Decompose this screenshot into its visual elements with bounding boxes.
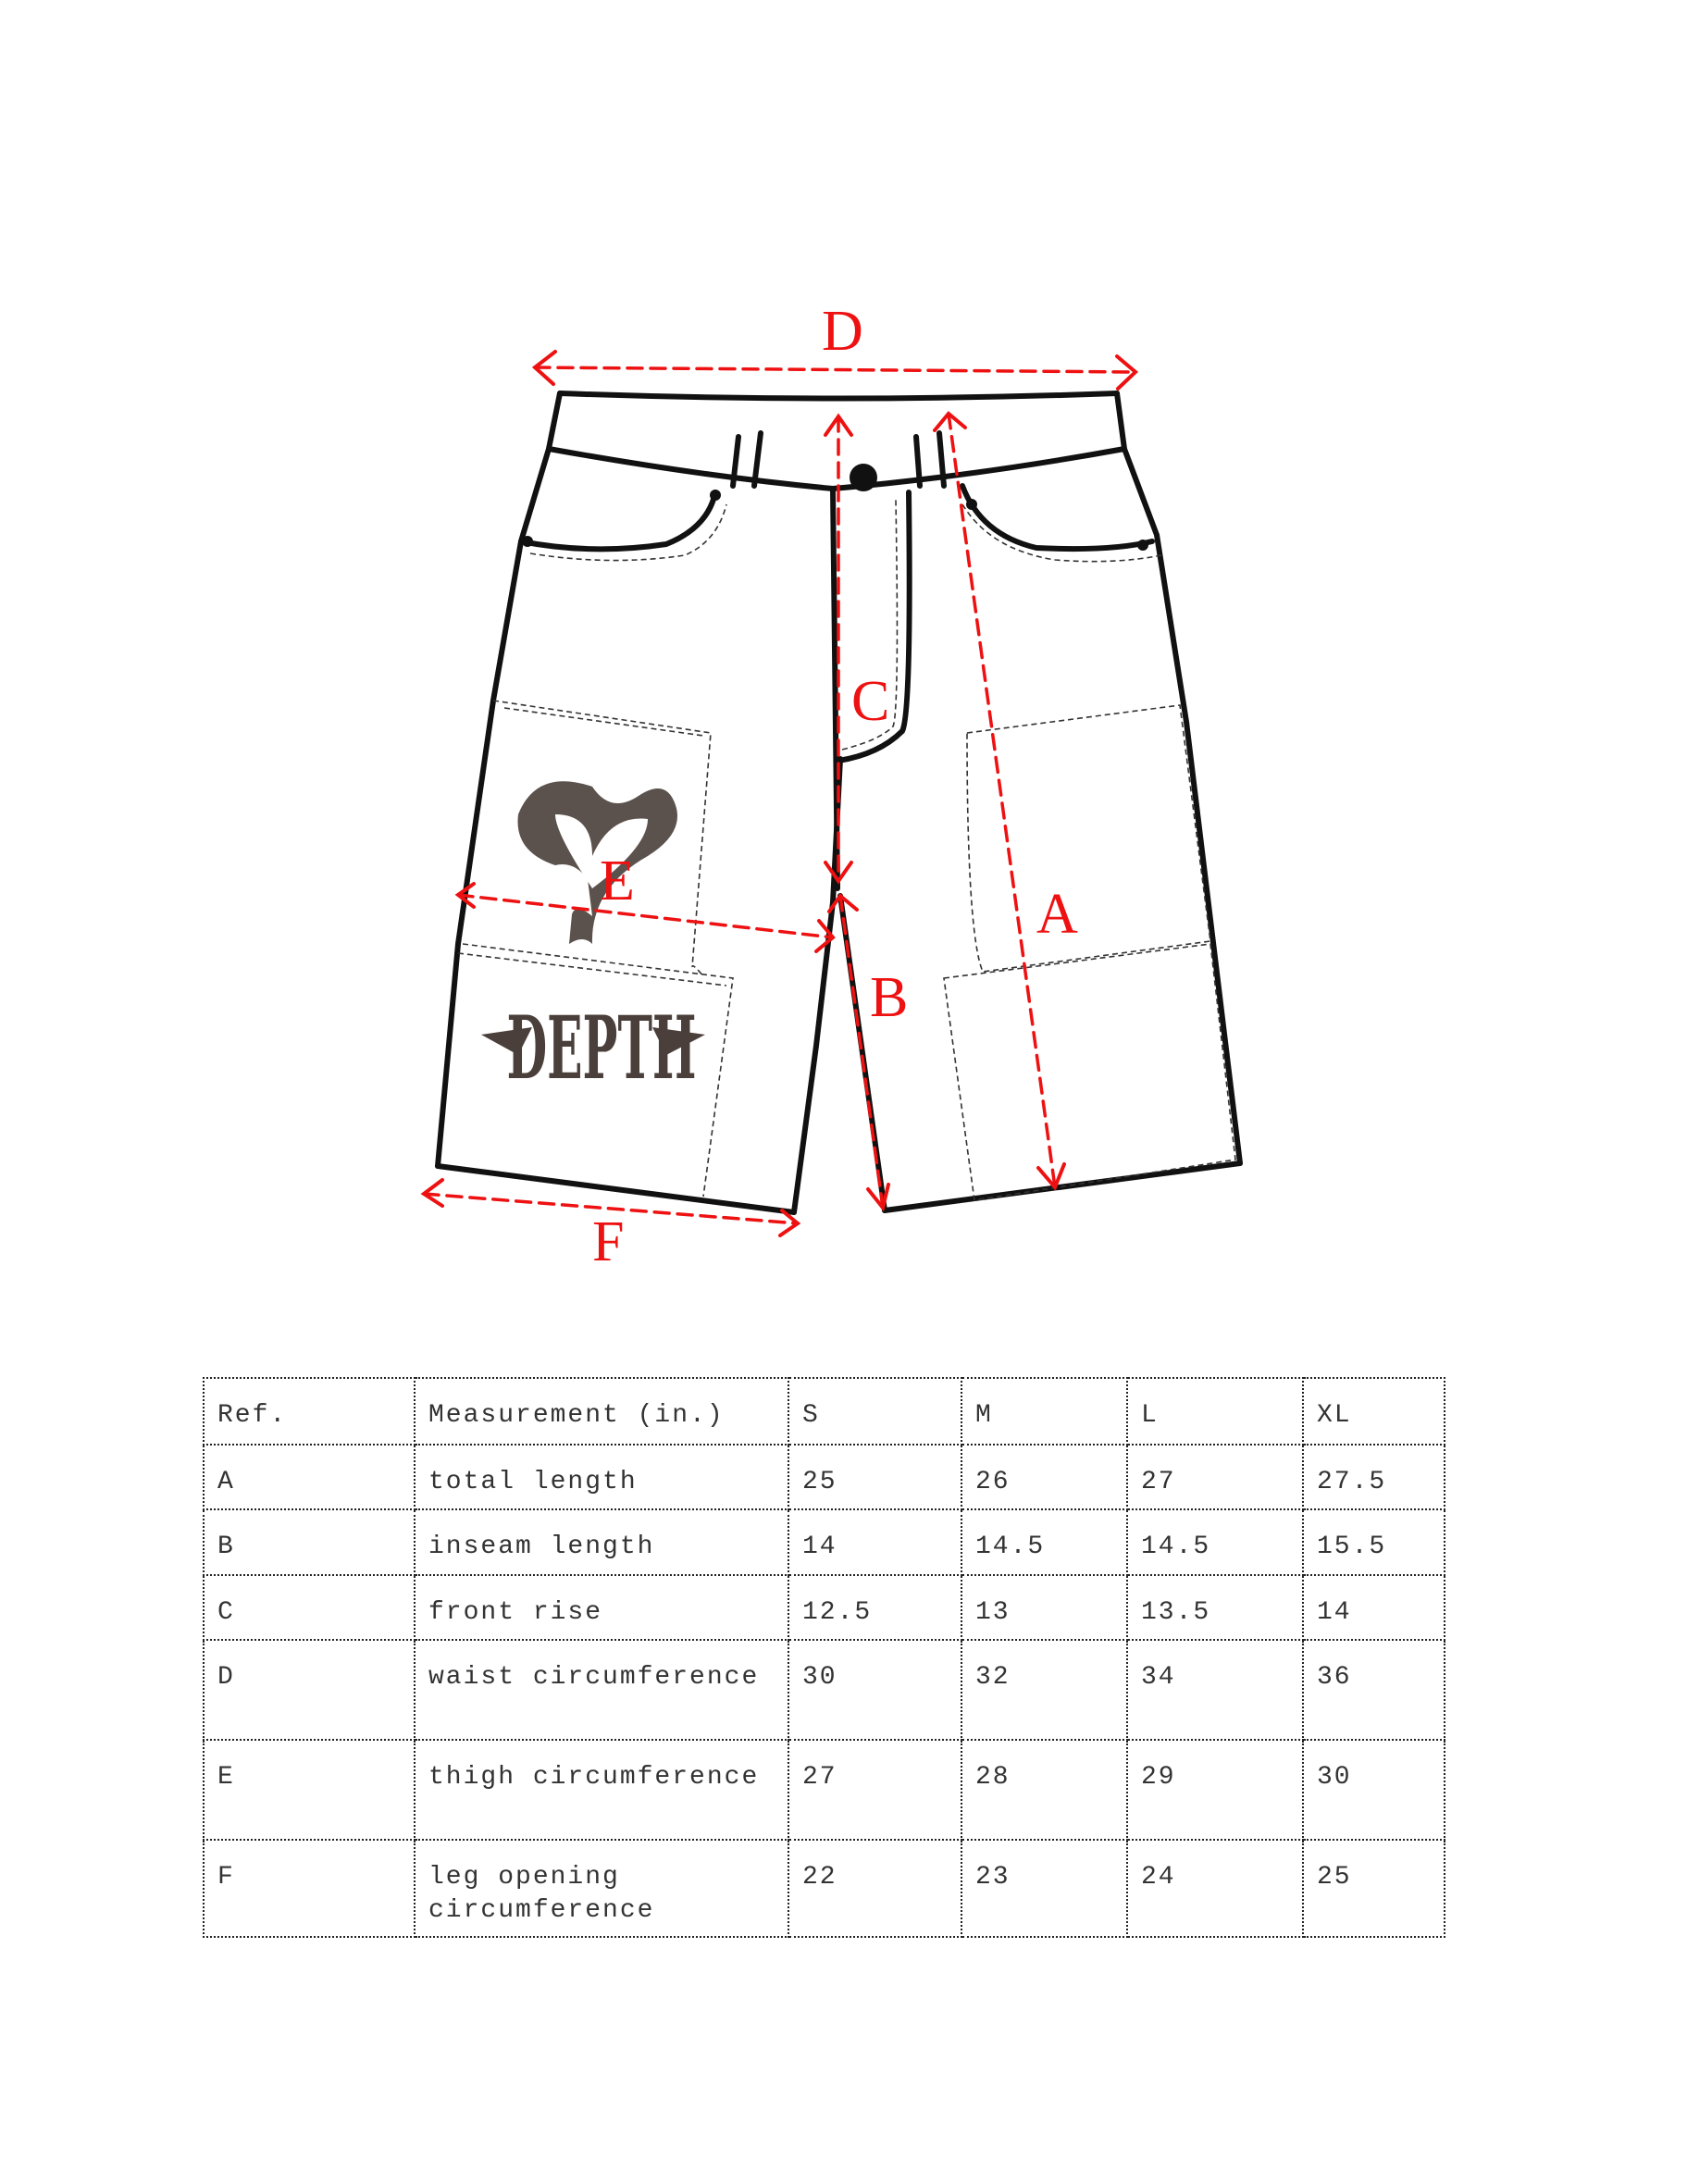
- cell-s: 30: [788, 1639, 962, 1741]
- label-b: B: [870, 966, 908, 1029]
- cell-measurement: total length: [414, 1444, 789, 1510]
- header-ref: Ref.: [203, 1377, 416, 1446]
- header-s: S: [788, 1377, 962, 1446]
- cell-ref: F: [203, 1839, 416, 1938]
- arrowheads: [420, 350, 1138, 1237]
- cell-m: 28: [961, 1739, 1128, 1841]
- table-header-row: Ref. Measurement (in.) S M L XL: [203, 1377, 1445, 1446]
- cell-m: 13: [961, 1574, 1128, 1641]
- label-e: E: [600, 850, 635, 912]
- cell-xl: 15.5: [1302, 1508, 1445, 1576]
- cell-s: 27: [788, 1739, 962, 1841]
- cell-xl: 30: [1302, 1739, 1445, 1841]
- cell-xl: 36: [1302, 1639, 1445, 1741]
- header-xl: XL: [1302, 1377, 1445, 1446]
- cell-m: 23: [961, 1839, 1128, 1938]
- header-measurement: Measurement (in.): [414, 1377, 789, 1446]
- shorts-outline: [435, 391, 1243, 1215]
- table-row: B inseam length 14 14.5 14.5 15.5: [203, 1508, 1445, 1576]
- cell-m: 14.5: [961, 1508, 1128, 1576]
- cell-measurement: front rise: [414, 1574, 789, 1641]
- label-a: A: [1036, 883, 1078, 946]
- cell-measurement: waist circumference: [414, 1639, 789, 1741]
- cell-s: 14: [788, 1508, 962, 1576]
- cell-s: 25: [788, 1444, 962, 1510]
- heart-logo-print: [517, 781, 677, 944]
- table-row: A total length 25 26 27 27.5: [203, 1444, 1445, 1510]
- cell-l: 29: [1126, 1739, 1304, 1841]
- cell-l: 13.5: [1126, 1574, 1304, 1641]
- cell-l: 27: [1126, 1444, 1304, 1510]
- cell-ref: D: [203, 1639, 416, 1741]
- shorts-measurement-diagram: DEPTH D C B A E F: [420, 300, 1243, 1273]
- label-c: C: [851, 670, 889, 733]
- table-row: D waist circumference 30 32 34 36: [203, 1639, 1445, 1741]
- cell-ref: C: [203, 1574, 416, 1641]
- label-d: D: [822, 300, 863, 363]
- table-row: F leg opening circumference 22 23 24 25: [203, 1839, 1445, 1938]
- cell-s: 22: [788, 1839, 962, 1938]
- cell-m: 32: [961, 1639, 1128, 1741]
- cell-xl: 14: [1302, 1574, 1445, 1641]
- cell-ref: E: [203, 1739, 416, 1841]
- cell-measurement: leg opening circumference: [414, 1839, 789, 1938]
- cell-l: 24: [1126, 1839, 1304, 1938]
- header-l: L: [1126, 1377, 1304, 1446]
- measurement-arrows: [422, 366, 1137, 1225]
- cell-l: 14.5: [1126, 1508, 1304, 1576]
- cell-xl: 27.5: [1302, 1444, 1445, 1510]
- cell-m: 26: [961, 1444, 1128, 1510]
- cell-ref: A: [203, 1444, 416, 1510]
- table-row: E thigh circumference 27 28 29 30: [203, 1739, 1445, 1841]
- cell-measurement: thigh circumference: [414, 1739, 789, 1841]
- label-f: F: [592, 1210, 624, 1273]
- cell-xl: 25: [1302, 1839, 1445, 1938]
- cell-measurement: inseam length: [414, 1508, 789, 1576]
- header-m: M: [961, 1377, 1128, 1446]
- depth-logo-print: DEPTH: [481, 997, 705, 1098]
- cell-s: 12.5: [788, 1574, 962, 1641]
- stitching: [457, 499, 1236, 1201]
- size-chart-table: Ref. Measurement (in.) S M L XL A total …: [203, 1377, 1445, 1938]
- cell-l: 34: [1126, 1639, 1304, 1741]
- table-row: C front rise 12.5 13 13.5 14: [203, 1574, 1445, 1641]
- button-icon: [850, 464, 877, 491]
- cell-ref: B: [203, 1508, 416, 1576]
